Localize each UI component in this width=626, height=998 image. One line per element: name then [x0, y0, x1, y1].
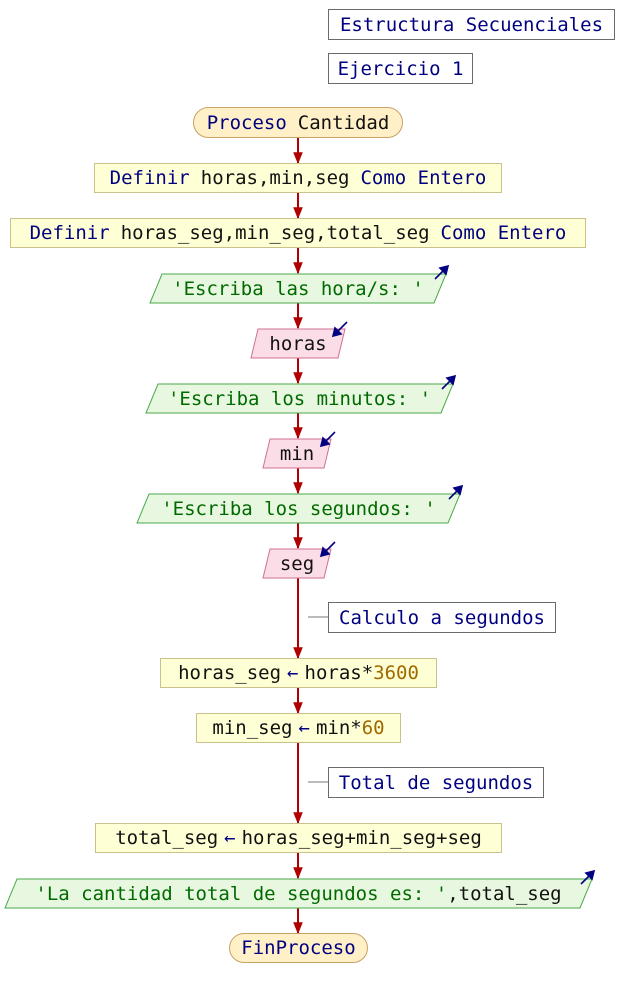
input-shape-1: [250, 328, 346, 359]
assign-arrow-icon: ←: [298, 717, 310, 739]
output-text-4: 'La cantidad total de segundos es: ' ,to…: [35, 882, 562, 905]
start-keyword: Proceso: [206, 111, 287, 134]
comment-2: Total de segundos: [328, 767, 544, 798]
output-arrow-icon: [441, 374, 457, 390]
output-text-1: 'Escriba las hora/s: ': [172, 277, 424, 300]
diagram-title: Estructura Secuenciales: [328, 9, 615, 40]
input-shape-2: [262, 438, 332, 469]
output-text-2: 'Escriba los minutos: ': [167, 387, 432, 410]
process-name: Cantidad: [297, 111, 390, 134]
assign-block-3: total_seg ← horas_seg+min_seg+seg: [95, 823, 502, 853]
output-arrow-icon: [580, 869, 596, 885]
define-block-1: Definir horas,min,seg Como Entero: [94, 163, 502, 193]
output-arrow-icon: [448, 484, 464, 500]
assign-arrow-icon: ←: [287, 662, 299, 684]
input-text-3: seg: [279, 552, 315, 575]
diagram-subtitle: Ejercicio 1: [328, 53, 473, 84]
output-shape-2: [145, 383, 454, 414]
define-block-2: Definir horas_seg,min_seg,total_seg Como…: [10, 218, 586, 248]
input-arrow-icon: [331, 321, 348, 338]
output-shape-3: [136, 493, 461, 524]
comment-1: Calculo a segundos: [328, 602, 556, 633]
input-shapes: [250, 328, 346, 579]
output-text-3: 'Escriba los segundos: ': [161, 497, 436, 520]
input-arrow-icon: [319, 431, 336, 448]
output-shape-1: [149, 273, 447, 304]
define-vars-2: horas_seg,min_seg,total_seg: [120, 222, 430, 244]
input-arrow-icon: [319, 541, 336, 558]
input-text-2: min: [279, 442, 315, 465]
end-terminal: FinProceso: [229, 933, 368, 963]
output-arrow-icon: [434, 264, 450, 280]
input-shape-3: [262, 548, 332, 579]
output-shape-4: [4, 878, 593, 909]
input-text-1: horas: [269, 332, 327, 355]
define-vars-1: horas,min,seg: [200, 167, 350, 189]
start-terminal: Proceso Cantidad: [193, 107, 403, 138]
output-shapes: [4, 273, 593, 909]
assign-arrow-icon: ←: [224, 827, 236, 849]
assign-block-2: min_seg ← min* 60: [196, 713, 401, 743]
assign-block-1: horas_seg ← horas* 3600: [160, 658, 437, 688]
